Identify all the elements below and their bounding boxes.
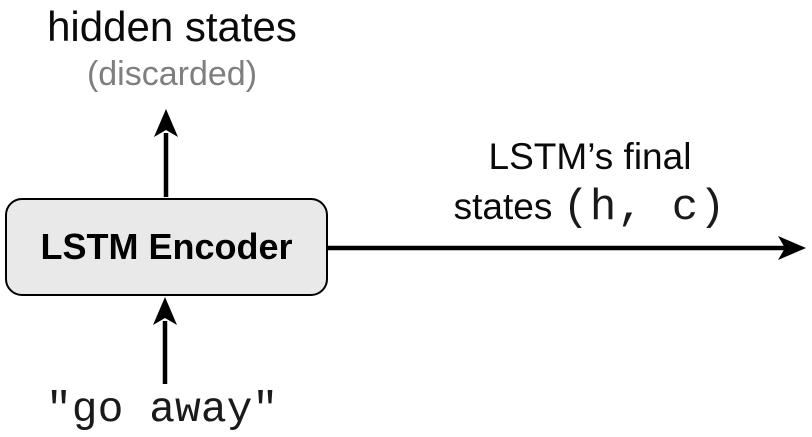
input-arrow-up-icon (153, 297, 177, 384)
hidden-states-arrow-up-icon (154, 109, 178, 197)
hidden-states-label: hidden states (47, 3, 297, 50)
final-states-label: LSTM’s final states (h, c) (414, 133, 766, 237)
final-states-arrow-right-icon (328, 236, 806, 260)
lstm-encoder-box: LSTM Encoder (5, 198, 328, 296)
discarded-note: (discarded) (86, 55, 258, 93)
final-states-line2: states (h, c) (414, 180, 766, 236)
final-states-tuple-code: (h, c) (562, 183, 727, 234)
final-states-line2-prefix: states (453, 186, 563, 228)
final-states-line1: LSTM’s final (488, 136, 692, 177)
input-text-label: "go away" (46, 385, 279, 434)
lstm-encoder-label: LSTM Encoder (40, 226, 293, 267)
